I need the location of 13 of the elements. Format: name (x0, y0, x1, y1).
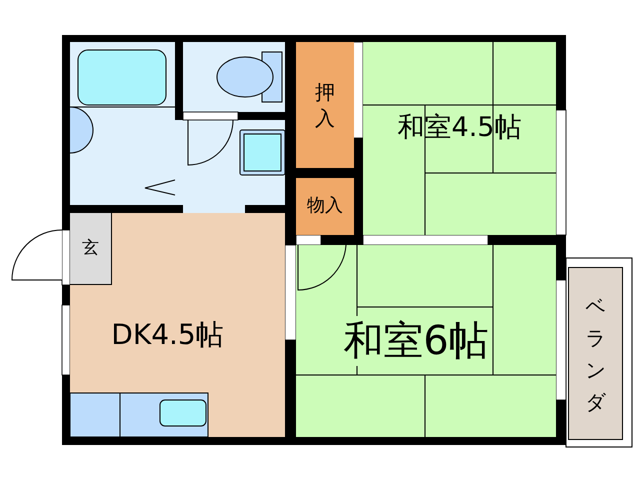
room-label: DK4.5帖 (111, 320, 224, 350)
room-box (363, 42, 556, 235)
room-label: 物入 (307, 197, 343, 216)
room-label: 和室6帖 (343, 320, 489, 362)
balcony-box (568, 267, 623, 440)
entrance-box (70, 213, 112, 285)
room-label: 玄 (82, 240, 99, 258)
closet-box (296, 42, 354, 168)
room-label: ベランダ (586, 292, 606, 416)
room-label: 和室4.5帖 (398, 114, 522, 143)
room-box (296, 245, 556, 437)
room-label: 押入 (315, 79, 335, 131)
closet-box (296, 178, 354, 235)
